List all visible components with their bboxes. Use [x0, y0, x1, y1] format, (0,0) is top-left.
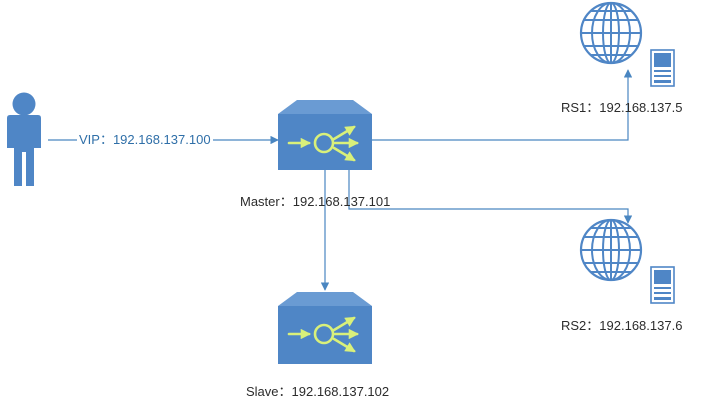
user-icon — [7, 92, 41, 186]
vip-label: VIP：192.168.137.100 — [77, 132, 213, 148]
slave-label: Slave：192.168.137.102 — [246, 384, 390, 399]
master-to-rs1-connection — [372, 69, 633, 141]
master-to-rs2-connection — [348, 170, 633, 224]
rs2-server-icon — [650, 266, 675, 304]
master-load-balancer-icon — [278, 100, 372, 170]
rs1-server-icon — [650, 49, 675, 87]
rs1-label: RS1：192.168.137.5 — [561, 100, 683, 115]
slave-load-balancer-icon — [278, 292, 372, 364]
rs1-globe-icon — [579, 1, 643, 65]
master-label: Master：192.168.137.101 — [240, 194, 391, 209]
rs2-globe-icon — [579, 218, 643, 282]
rs2-label: RS2：192.168.137.6 — [561, 318, 683, 333]
